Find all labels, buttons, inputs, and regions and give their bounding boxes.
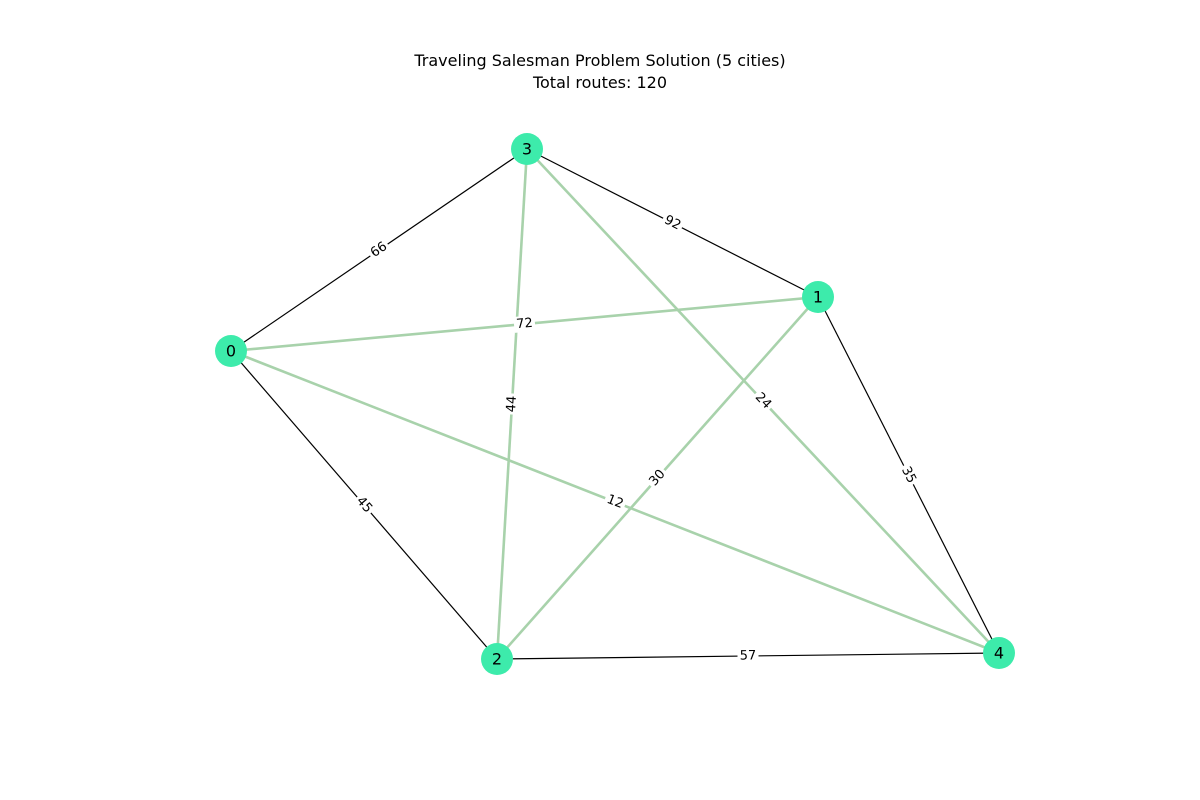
edge-label-3-1: 92 bbox=[659, 211, 686, 235]
edge-label-background bbox=[503, 393, 521, 415]
city-node-1: 1 bbox=[802, 281, 834, 313]
edge-label-background bbox=[365, 237, 393, 263]
edge-label-background bbox=[737, 647, 759, 665]
edge-label-1-4: 35 bbox=[896, 462, 921, 488]
edge-label-0-2: 45 bbox=[351, 491, 377, 519]
city-node-label: 1 bbox=[813, 288, 823, 307]
edge-label-1-2: 30 bbox=[644, 464, 671, 492]
edge-labels-layer: 66 92 72 44 24 35 30 12 45 57 bbox=[351, 211, 921, 665]
edge-label-0-3: 66 bbox=[365, 237, 393, 263]
city-node-label: 3 bbox=[522, 140, 532, 159]
edge-label-0-4: 12 bbox=[602, 490, 628, 514]
edge-weight-text: 92 bbox=[662, 213, 684, 234]
edge-weight-text: 44 bbox=[504, 395, 520, 412]
title-line-2: Total routes: 120 bbox=[532, 73, 668, 92]
city-node-label: 4 bbox=[994, 644, 1004, 663]
city-node-label: 0 bbox=[226, 342, 236, 361]
city-node-label: 2 bbox=[492, 650, 502, 669]
edge-weight-text: 57 bbox=[740, 648, 757, 663]
city-node-circle bbox=[983, 637, 1015, 669]
edge-label-background bbox=[602, 490, 628, 514]
edge-weight-text: 72 bbox=[516, 316, 534, 332]
edges-layer bbox=[230, 148, 1000, 660]
edge-label-background bbox=[749, 387, 777, 415]
chart-title: Traveling Salesman Problem Solution (5 c… bbox=[0, 50, 1200, 94]
city-node-circle bbox=[481, 643, 513, 675]
edge-weight-text: 45 bbox=[353, 494, 375, 516]
title-line-1: Traveling Salesman Problem Solution (5 c… bbox=[414, 51, 786, 70]
city-node-circle bbox=[215, 335, 247, 367]
edge-label-3-4: 24 bbox=[749, 387, 777, 415]
city-node-3: 3 bbox=[511, 133, 543, 165]
edge-label-background bbox=[513, 315, 536, 333]
edge-weight-text: 66 bbox=[368, 239, 390, 261]
edge-label-background bbox=[351, 491, 377, 519]
city-node-2: 2 bbox=[481, 643, 513, 675]
city-node-circle bbox=[511, 133, 543, 165]
edge-label-background bbox=[644, 464, 671, 492]
city-node-4: 4 bbox=[983, 637, 1015, 669]
edge-label-background bbox=[659, 211, 686, 235]
edge-label-3-2: 44 bbox=[503, 393, 521, 415]
edge-weight-text: 12 bbox=[605, 492, 626, 512]
city-node-circle bbox=[802, 281, 834, 313]
edge-label-2-4: 57 bbox=[737, 647, 759, 665]
edge-weight-text: 35 bbox=[898, 464, 919, 486]
edge-label-background bbox=[896, 462, 921, 488]
edge-label-0-1: 72 bbox=[513, 315, 536, 333]
city-node-0: 0 bbox=[215, 335, 247, 367]
